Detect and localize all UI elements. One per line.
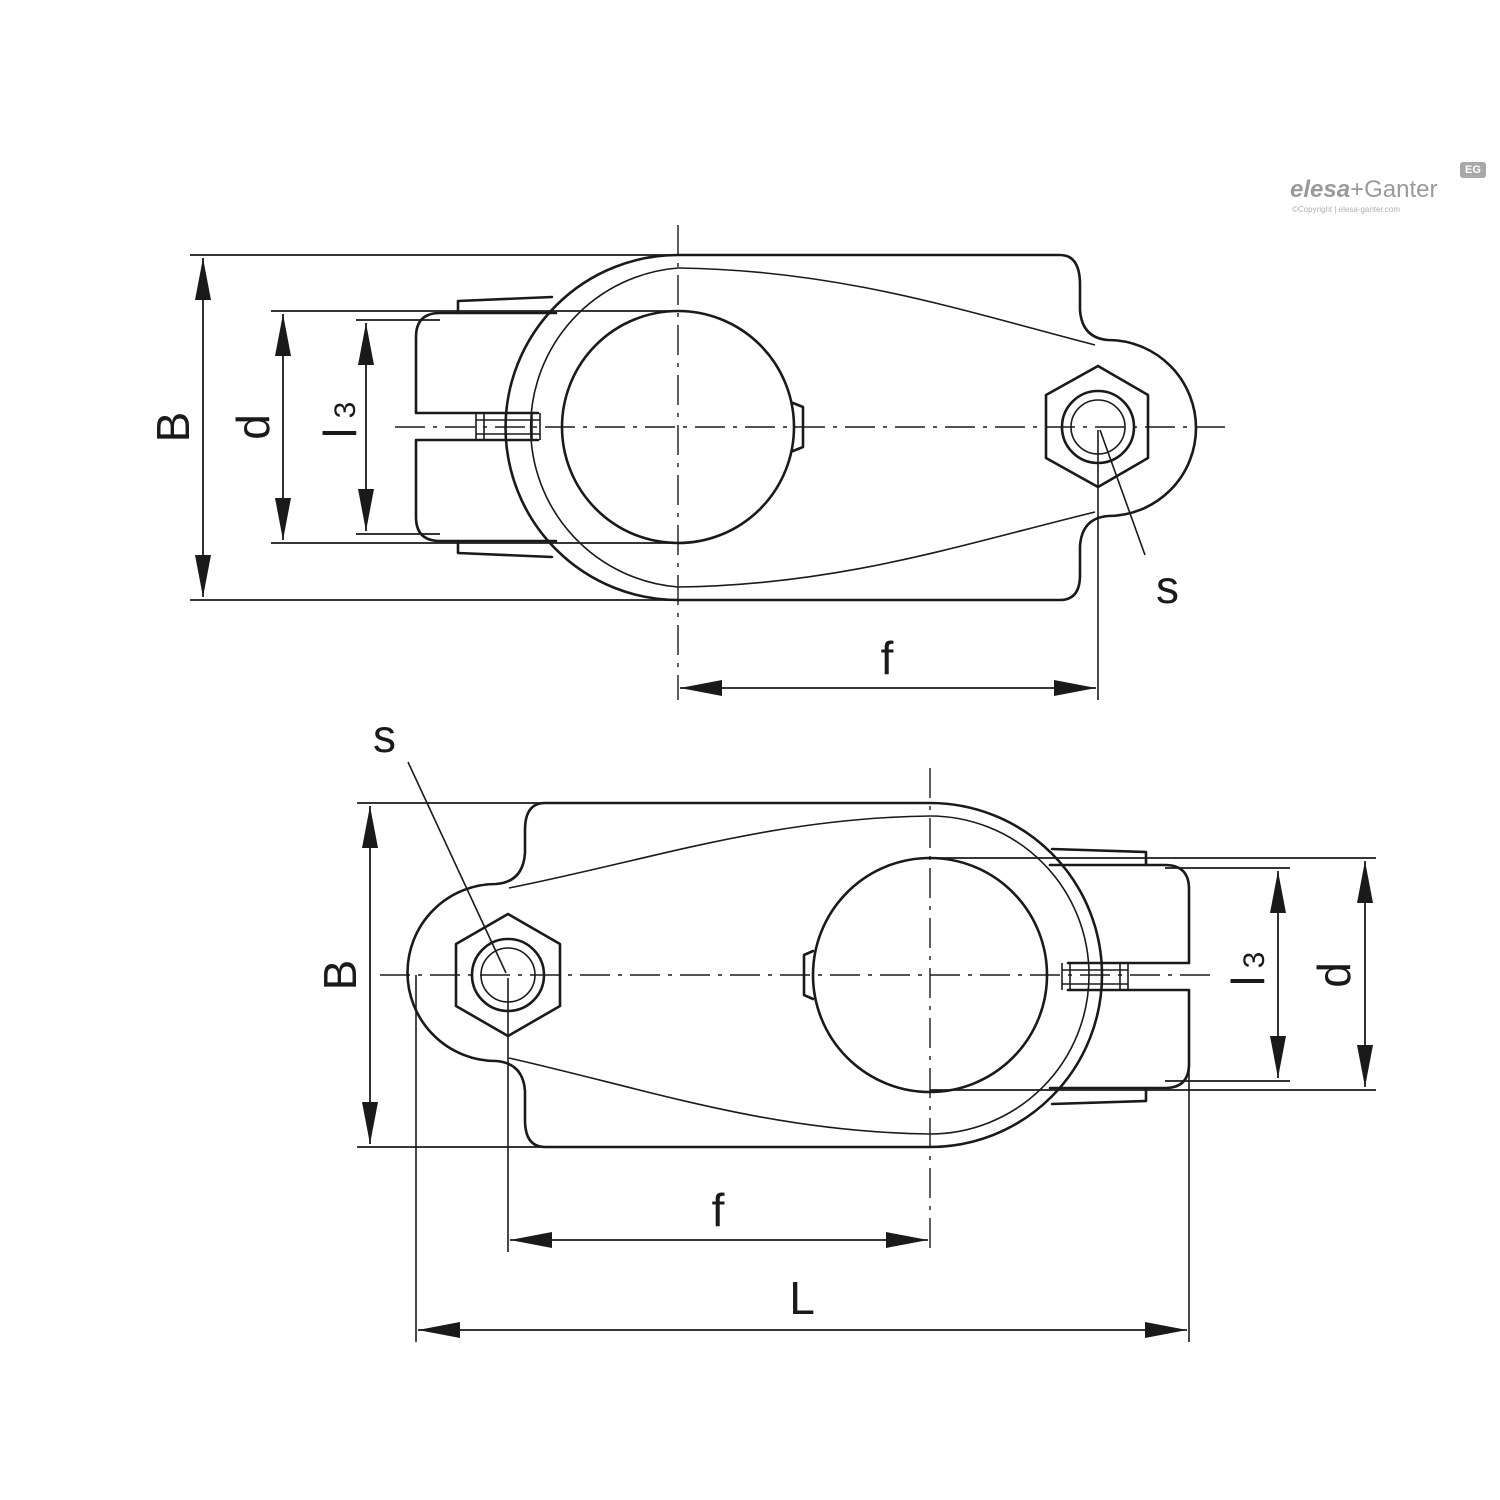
- bottom-dim-f-label: f: [712, 1184, 725, 1236]
- logo-brand-ganter: Ganter: [1364, 176, 1438, 203]
- top-dim-d: d: [227, 310, 678, 544]
- top-dim-B: B: [147, 254, 678, 601]
- bottom-s-label: s: [373, 710, 396, 762]
- top-center-lines: [395, 225, 1225, 700]
- bottom-dim-l3: l 3: [1165, 867, 1290, 1082]
- logo-brand-elesa: elesa: [1290, 176, 1351, 203]
- bottom-dim-B-label: B: [314, 960, 366, 991]
- elesa-ganter-logo: elesa+Ganter EG ©Copyright | elesa-gante…: [1290, 162, 1500, 222]
- bottom-dim-d: d: [930, 857, 1376, 1091]
- bottom-s-leader: s: [373, 710, 507, 974]
- bottom-center-lines: [380, 768, 1215, 1342]
- bottom-dim-l3-subscript: 3: [1238, 952, 1271, 969]
- bottom-dim-d-label: d: [1308, 962, 1360, 988]
- top-dim-l3-label: l: [314, 428, 366, 438]
- bottom-view: B d l 3 s f: [314, 710, 1376, 1342]
- top-s-label: s: [1156, 561, 1179, 613]
- top-dim-B-label: B: [147, 412, 199, 443]
- bottom-dim-l3-label: l: [1222, 976, 1274, 986]
- top-view: B d l 3 s f: [147, 225, 1225, 700]
- bottom-dim-L-label: L: [789, 1272, 815, 1324]
- logo-copyright: ©Copyright | elesa-ganter.com: [1292, 205, 1401, 214]
- top-dim-d-label: d: [227, 414, 279, 440]
- top-dim-f-label: f: [881, 632, 894, 684]
- logo-plus: +: [1350, 176, 1365, 203]
- top-s-leader: s: [1099, 429, 1179, 613]
- bottom-dim-f: f: [510, 1184, 928, 1248]
- top-dim-l3-subscript: 3: [329, 402, 362, 419]
- bottom-dim-L: L: [418, 1272, 1187, 1338]
- logo-wordmark: elesa+Ganter: [1290, 176, 1437, 204]
- logo-eg-mark: EG: [1460, 162, 1486, 178]
- bottom-dim-B: B: [314, 802, 930, 1148]
- top-dim-f: f: [680, 632, 1096, 696]
- top-dim-l3: l 3: [314, 319, 440, 535]
